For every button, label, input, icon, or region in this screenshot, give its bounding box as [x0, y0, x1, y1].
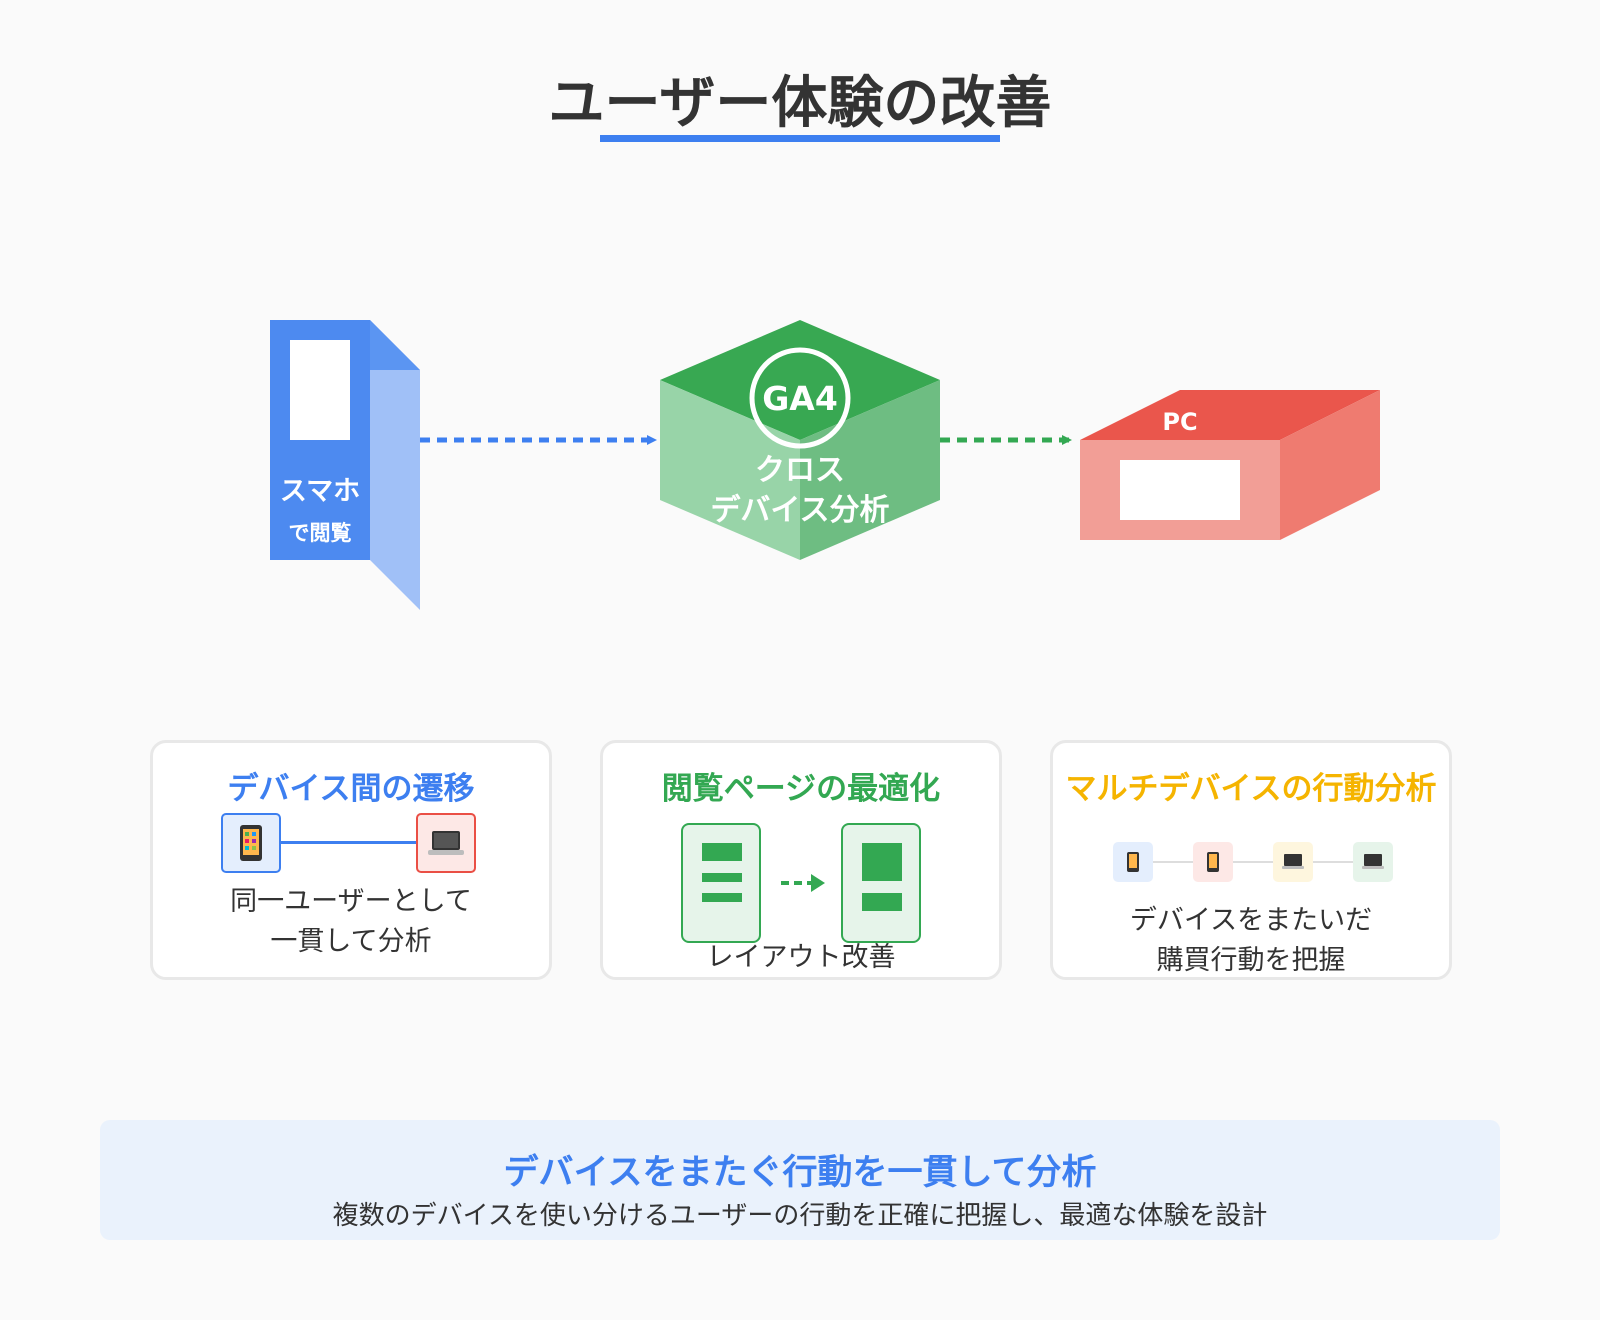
- summary-box: デバイスをまたぐ行動を一貫して分析 複数のデバイスを使い分けるユーザーの行動を正…: [100, 1120, 1500, 1240]
- card-text-line1: デバイスをまたいだ: [1129, 905, 1373, 936]
- ga4-caption-line2: デバイス分析: [710, 493, 889, 528]
- phone-icon: [1193, 842, 1233, 882]
- summary-title: デバイスをまたぐ行動を一貫して分析: [503, 1153, 1097, 1193]
- laptop-icon: [416, 813, 476, 873]
- smartphone-label: スマホ: [280, 476, 360, 507]
- card-text-line1: 同一ユーザーとして: [230, 886, 472, 917]
- pc-screen: [1120, 460, 1240, 520]
- ga4-ring: [749, 347, 851, 449]
- card-title: 閲覧ページの最適化: [661, 771, 941, 807]
- pc-block: PC: [1080, 390, 1380, 540]
- ga4-label: GA4: [762, 379, 838, 418]
- arrow-right-icon: [781, 874, 825, 892]
- card-title: マルチデバイスの行動分析: [1065, 771, 1437, 807]
- smartphone-sublabel: で閲覧: [289, 521, 352, 545]
- pc-label: PC: [1162, 408, 1197, 436]
- phone-icon: [1113, 842, 1153, 882]
- card-text-line2: 購買行動を把握: [1156, 945, 1346, 976]
- cross-device-diagram: スマホ で閲覧 GA4 クロス デバイス分析 PC: [270, 320, 1380, 610]
- smartphone-screen: [290, 340, 350, 440]
- ga4-cube: GA4 クロス デバイス分析: [660, 320, 940, 560]
- smartphone-block: スマホ で閲覧: [270, 320, 420, 610]
- card-page-optimization: 閲覧ページの最適化 レイアウト改善: [600, 740, 1002, 980]
- page-after-icon: [841, 823, 921, 943]
- laptop-icon: [1353, 842, 1393, 882]
- connector-line: [278, 841, 418, 844]
- card-text-line1: レイアウト改善: [706, 942, 896, 973]
- laptop-icon: [1273, 842, 1313, 882]
- title-underline: [600, 135, 1000, 142]
- summary-subtitle: 複数のデバイスを使い分けるユーザーの行動を正確に把握し、最適な体験を設計: [332, 1201, 1268, 1231]
- card-text-line2: 一貫して分析: [270, 926, 432, 957]
- card-title: デバイス間の遷移: [227, 771, 475, 807]
- device-connector-line: [1133, 861, 1373, 863]
- page-before-icon: [681, 823, 761, 943]
- ga4-caption-line1: クロス: [755, 453, 845, 488]
- page-title: ユーザー体験の改善: [548, 71, 1052, 136]
- card-multidevice-analysis: マルチデバイスの行動分析 デバイスをまたいだ 購買行動を把握: [1050, 740, 1452, 980]
- card-device-transition: デバイス間の遷移 同一ユーザーとして 一貫して分析: [150, 740, 552, 980]
- phone-icon: [221, 813, 281, 873]
